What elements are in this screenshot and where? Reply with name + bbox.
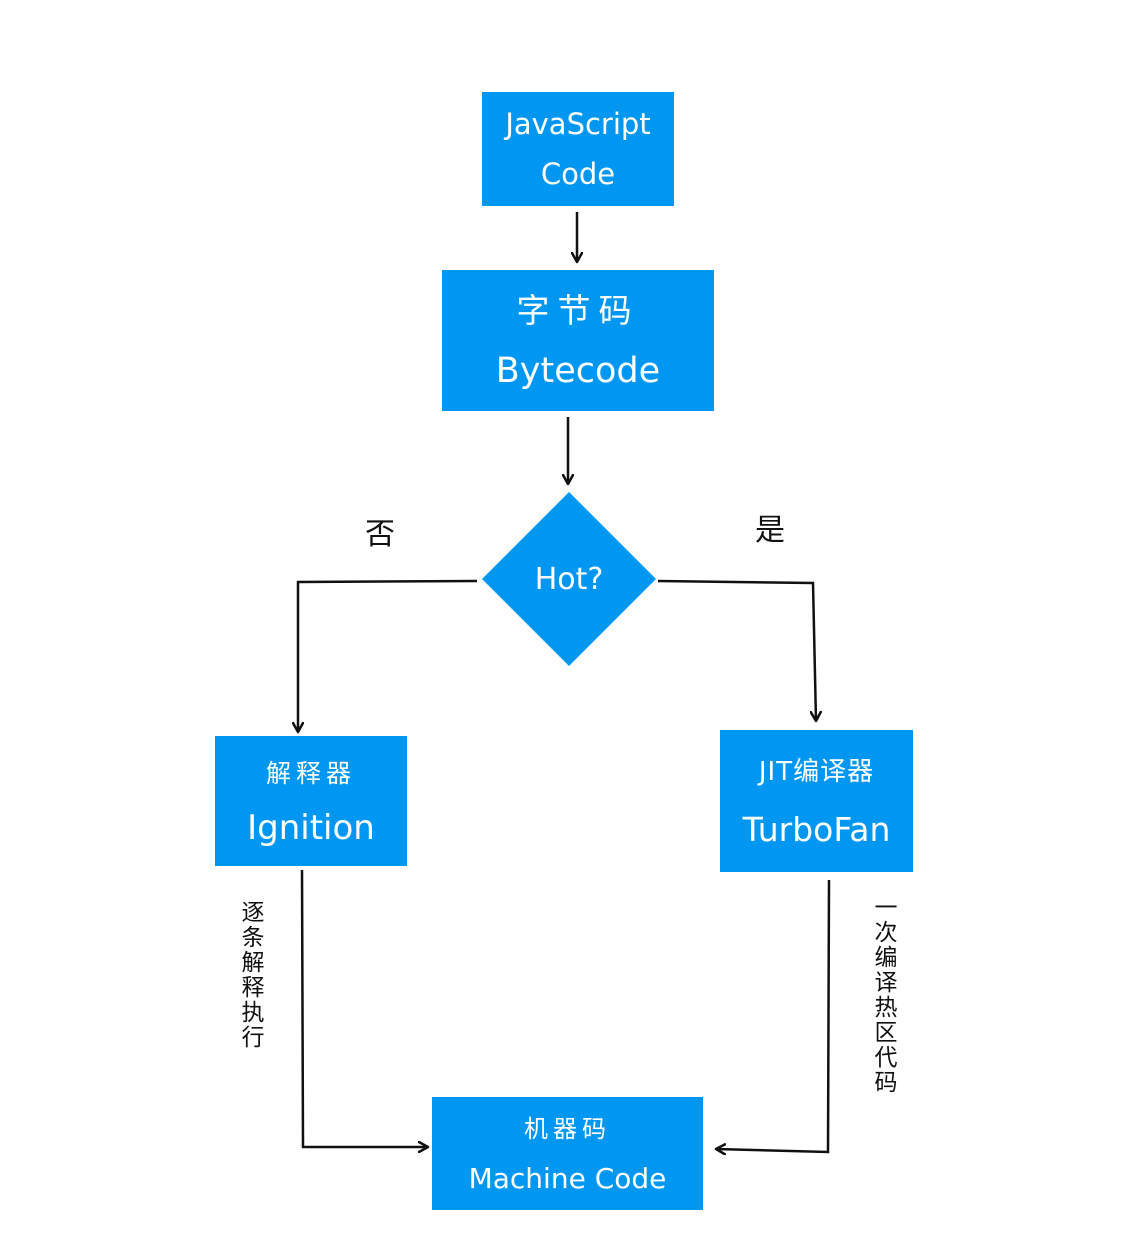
hot-decision-diamond — [482, 492, 656, 666]
ignition-node: 解释器 Ignition — [215, 736, 407, 866]
machine-code-line2: Machine Code — [468, 1161, 667, 1195]
turbofan-node: JIT编译器 TurboFan — [720, 730, 913, 872]
edge-label-interpret: 逐条解释执行 — [237, 900, 263, 1050]
edge-label-no: 否 — [365, 517, 395, 552]
turbofan-line2: TurboFan — [742, 810, 891, 849]
edge-hot-yes — [657, 579, 816, 721]
edge-hot-no — [298, 579, 478, 732]
bytecode-line2: Bytecode — [495, 350, 661, 391]
edge-turbofan-to-machine — [716, 879, 831, 1152]
js-code-line1: JavaScript — [505, 107, 651, 141]
bytecode-line1: 字节码 — [516, 290, 640, 330]
ignition-line1: 解释器 — [265, 759, 356, 788]
edge-label-yes: 是 — [755, 513, 785, 548]
machine-code-line1: 机器码 — [524, 1114, 611, 1143]
js-code-line2: Code — [540, 157, 616, 191]
edge-ignition-to-machine — [300, 869, 428, 1147]
ignition-line2: Ignition — [247, 808, 375, 848]
turbofan-line1: JIT编译器 — [758, 757, 875, 787]
hot-decision-label: Hot? — [534, 561, 604, 597]
bytecode-node: 字节码 Bytecode — [442, 270, 714, 411]
js-code-node: JavaScript Code — [482, 92, 674, 206]
machine-code-node: 机器码 Machine Code — [432, 1097, 703, 1210]
edge-label-compile: 一次编译热区代码 — [870, 895, 896, 1095]
